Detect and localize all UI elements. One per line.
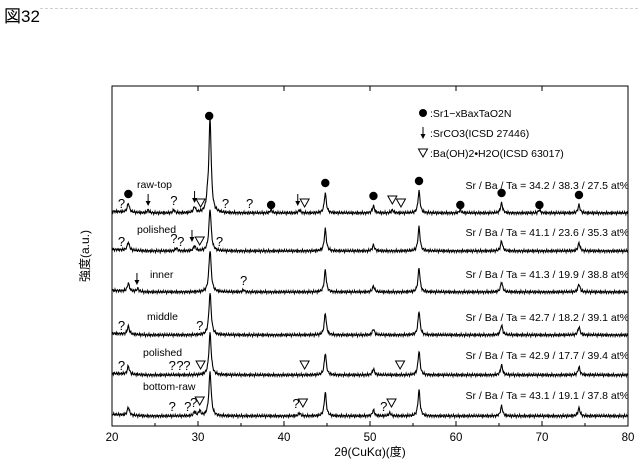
phase-circle-marker — [369, 192, 377, 200]
legend-triangle-icon — [419, 149, 428, 157]
sample-label: bottom-raw — [143, 381, 196, 393]
question-marker: ? — [196, 318, 203, 333]
trace-line — [112, 117, 628, 215]
composition-label: Sr / Ba / Ta = 41.1 / 23.6 / 35.3 at% — [465, 227, 629, 239]
sample-label: raw-top — [137, 179, 172, 191]
triangle-marker — [196, 199, 205, 207]
phase-circle-marker — [535, 201, 543, 209]
sample-label: inner — [150, 269, 174, 281]
legend-label: :Sr1−xBaxTaO2N — [430, 108, 511, 120]
x-tick-label: 60 — [450, 432, 463, 444]
triangle-marker — [396, 361, 405, 369]
arrow-marker-head — [295, 201, 300, 206]
x-tick-label: 50 — [364, 432, 377, 444]
triangle-marker — [387, 399, 396, 407]
x-axis-title: 2θ(CuKα)(度) — [334, 444, 406, 459]
arrow-marker-head — [134, 280, 139, 285]
x-tick-label: 40 — [278, 432, 291, 444]
phase-circle-marker — [456, 201, 464, 209]
question-marker: ? — [183, 358, 190, 373]
phase-circle-marker — [321, 179, 329, 187]
question-marker: ? — [118, 358, 125, 373]
legend-label: :Ba(OH)2•H2O(ICSD 63017) — [430, 148, 564, 160]
question-marker: ? — [292, 396, 299, 411]
arrow-marker-head — [146, 201, 151, 206]
x-tick-label: 20 — [106, 432, 119, 444]
triangle-marker — [195, 237, 204, 245]
arrow-marker-head — [189, 237, 194, 242]
question-marker: ? — [118, 196, 125, 211]
x-tick-label: 70 — [536, 432, 549, 444]
composition-label: Sr / Ba / Ta = 34.2 / 38.3 / 27.5 at% — [465, 180, 629, 192]
triangle-marker — [196, 361, 205, 369]
question-marker: ? — [177, 234, 184, 249]
x-tick-label: 80 — [622, 432, 635, 444]
legend-circle-icon — [419, 109, 427, 117]
triangle-marker — [298, 399, 307, 407]
x-tick-label: 30 — [192, 432, 205, 444]
question-marker: ? — [380, 399, 387, 414]
phase-circle-marker — [575, 191, 583, 199]
phase-circle-marker — [124, 190, 132, 198]
composition-label: Sr / Ba / Ta = 43.1 / 19.1 / 37.8 at% — [465, 390, 629, 402]
composition-label: Sr / Ba / Ta = 41.3 / 19.9 / 38.8 at% — [465, 269, 629, 281]
question-marker: ? — [240, 273, 247, 288]
phase-circle-marker — [205, 112, 213, 120]
question-marker: ? — [170, 193, 177, 208]
question-marker: ? — [169, 399, 176, 414]
phase-circle-marker — [497, 189, 505, 197]
triangle-marker — [396, 199, 405, 207]
phase-circle-marker — [267, 201, 275, 209]
sample-label: middle — [147, 311, 178, 323]
question-marker: ? — [118, 234, 125, 249]
legend-label: :SrCO3(ICSD 27446) — [430, 128, 529, 140]
question-marker: ? — [118, 318, 125, 333]
legend-arrow-head — [421, 134, 426, 139]
question-marker: ? — [222, 196, 229, 211]
triangle-marker — [300, 199, 309, 207]
question-marker: ? — [246, 196, 253, 211]
triangle-marker — [388, 196, 397, 204]
composition-label: Sr / Ba / Ta = 42.9 / 17.7 / 39.4 at% — [465, 350, 629, 362]
phase-circle-marker — [415, 177, 423, 185]
chart-legend: :Sr1−xBaxTaO2N :SrCO3(ICSD 27446) :Ba(OH)2… — [419, 108, 564, 160]
question-marker: ? — [169, 358, 176, 373]
y-axis-title: 強度(a.u.) — [77, 230, 92, 282]
triangle-marker — [300, 361, 309, 369]
composition-label: Sr / Ba / Ta = 42.7 / 18.2 / 39.1 at% — [465, 312, 629, 324]
question-marker: ? — [216, 234, 223, 249]
